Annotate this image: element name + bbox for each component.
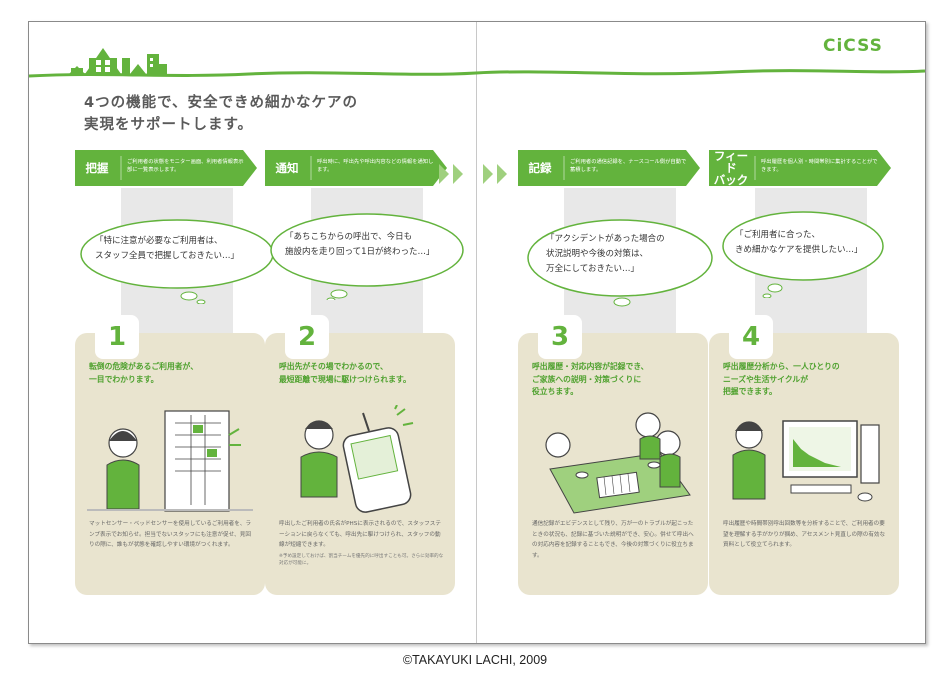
brochure-spread: CiCSS 4つの機能で、安全できめ細かなケアの 実現をサポートします。 把握 … [28,21,926,644]
thought-bubble-text: 「ご利用者に合った、 きめ細かなケアを提供したい…」 [735,230,863,255]
thought-bubble: 「アクシデントがあった場合の 状況説明や今後の対策は、 万全にしておきたい…」 [522,216,722,308]
feature-footnote: ※予め設定しておけば、割当チームを優先的に呼出すことも可。さらに効率的な対応が可… [279,553,444,566]
feature-step-3: 記録 ご利用者の通信記録を、ナースコール側が自動で蓄積します。 「アクシデントが… [518,22,748,643]
feature-tag: 記録 ご利用者の通信記録を、ナースコール側が自動で蓄積します。 [518,150,700,186]
flow-arrows-icon [439,164,507,184]
feature-number: 2 [285,315,329,359]
page-title: 4つの機能で、安全できめ細かなケアの 実現をサポートします。 [84,92,358,136]
feature-card: 3 呼出履歴・対応内容が記録でき、 ご家族への説明・対策づくりに 役立ちます。 … [518,315,708,595]
feature-number: 4 [729,315,773,359]
feature-description: 通信記録がエビデンスとして残り、万が一のトラブルが起こったときの状況も、記録に基… [532,519,698,561]
feature-benefit: 転倒の危険があるご利用者が、 一目でわかります。 [89,362,198,384]
feature-tag: フィード バック 呼出履歴を個人別・時間帯別に集計することができます。 [709,150,891,186]
thought-bubble-text: 「アクシデントがあった場合の 状況説明や今後の対策は、 万全にしておきたい…」 [546,234,665,274]
feature-tag-name: 把握 [85,161,109,175]
thought-bubble-text: 「特に注意が必要なご利用者は、 スタッフ全員で把握しておきたい…」 [95,236,239,261]
feature-tag-description: ご利用者の通信記録を、ナースコール側が自動で蓄積します。 [570,159,687,173]
feature-tag-name: 通知 [275,161,299,175]
feature-number: 1 [95,315,139,359]
feature-description: 呼出履歴や時間帯別呼出回数等を分析することで、ご利用者の要望を理解する手がかりが… [723,519,889,551]
title-line-2: 実現をサポートします。 [84,117,254,133]
town-skyline-illustration [29,48,925,78]
feature-step-4: フィード バック 呼出履歴を個人別・時間帯別に集計することができます。 「ご利用… [709,22,925,643]
thought-bubble: 「特に注意が必要なご利用者は、 スタッフ全員で把握しておきたい…」 [79,212,279,304]
feature-tag-name: 記録 [528,161,552,175]
page-fold [476,22,477,643]
feature-tag-description: 呼出履歴を個人別・時間帯別に集計することができます。 [761,159,878,173]
cicss-logo: CiCSS [823,36,883,56]
feature-description-text: 通信記録がエビデンスとして残り、万が一のトラブルが起こったときの状況も、記録に基… [532,521,694,559]
staff-analyzing-pc-illustration [732,420,880,502]
feature-benefit: 呼出先がその場でわかるので、 最短距離で現場に駆けつけられます。 [279,362,411,384]
feature-tag-name: フィード バック [713,149,749,187]
thought-bubble: 「ご利用者に合った、 きめ細かなケアを提供したい…」 [713,206,913,298]
feature-description: マットセンサー・ベッドセンサーを使用しているご利用者を、ランプ表示でお知らせ。担… [89,519,255,551]
feature-tag-description: 呼出時に、呼出先や呼出内容などの情報を通知します。 [317,159,434,173]
feature-tag: 把握 ご利用者の状態をモニター画面、利用者情報表示部に一覧表示します。 [75,150,257,186]
feature-description-text: 呼出履歴や時間帯別呼出回数等を分析することで、ご利用者の要望を理解する手がかりが… [723,521,886,548]
copyright-caption: ©TAKAYUKI LACHI, 2009 [402,653,548,667]
feature-step-2: 通知 呼出時に、呼出先や呼出内容などの情報を通知します。 「あちこちからの呼出で… [265,22,495,643]
feature-tag-description: ご利用者の状態をモニター画面、利用者情報表示部に一覧表示します。 [127,159,244,173]
family-meeting-illustration [545,412,691,514]
thought-bubble-text: 「あちこちからの呼出で、今日も 施設内を走り回って1日が終わった…」 [285,232,435,257]
staff-with-phs-illustration [300,405,414,513]
title-line-1: 4つの機能で、安全できめ細かなケアの [84,95,359,111]
feature-number: 3 [538,315,582,359]
feature-card: 4 呼出履歴分析から、一人ひとりの ニーズや生活サイクルが 把握できます。 呼出… [709,315,899,595]
feature-benefit: 呼出履歴分析から、一人ひとりの ニーズや生活サイクルが 把握できます。 [723,362,840,396]
feature-description-text: 呼出したご利用者の氏名がPHSに表示されるので、スタッフステーションに戻らなくて… [279,521,441,548]
staff-and-monitor-panel-illustration [87,410,253,512]
feature-benefit: 呼出履歴・対応内容が記録でき、 ご家族への説明・対策づくりに 役立ちます。 [532,362,649,396]
feature-tag: 通知 呼出時に、呼出先や呼出内容などの情報を通知します。 [265,150,447,186]
thought-bubble: 「あちこちからの呼出で、今日も 施設内を走り回って1日が終わった…」 [269,208,469,300]
header-band: CiCSS [29,22,925,102]
feature-step-1: 把握 ご利用者の状態をモニター画面、利用者情報表示部に一覧表示します。 「特に注… [75,22,305,643]
feature-card: 1 転倒の危険があるご利用者が、 一目でわかります。 マットセンサー・ベッドセン… [75,315,265,595]
feature-card: 2 呼出先がその場でわかるので、 最短距離で現場に駆けつけられます。 呼出したご… [265,315,455,595]
feature-description-text: マットセンサー・ベッドセンサーを使用しているご利用者を、ランプ表示でお知らせ。担… [89,521,252,548]
feature-description: 呼出したご利用者の氏名がPHSに表示されるので、スタッフステーションに戻らなくて… [279,519,445,567]
